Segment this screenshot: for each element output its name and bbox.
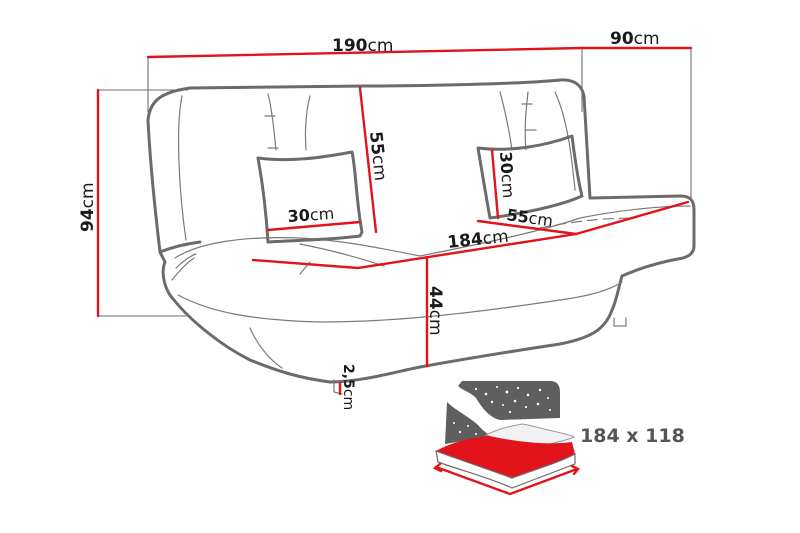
seat-height-label: 44cm [425,286,445,336]
backrest-height-label: 55cm [365,130,390,181]
depth-label: 90cm [610,29,660,49]
dimension-labels: 190cm 90cm 94cm 55cm 30cm 30cm 55cm 184c… [78,29,660,410]
stars-icon [453,386,551,435]
sleeping-area-label: 184 x 118 [580,425,685,447]
width-label: 190cm [332,36,393,56]
extension-lines [97,48,692,317]
leg-height-label: 2,5cm [340,364,356,410]
bed-icon: 184 x 118 [432,381,685,496]
seat-width-label: 184cm [446,227,509,253]
sofa-drawing [146,78,696,395]
pillow-right-height-label: 30cm [496,151,518,199]
height-label: 94cm [78,182,98,232]
pillow-left-width-label: 30cm [287,204,335,226]
seat-depth-label: 55cm [505,205,554,230]
dimension-lines [96,46,693,396]
